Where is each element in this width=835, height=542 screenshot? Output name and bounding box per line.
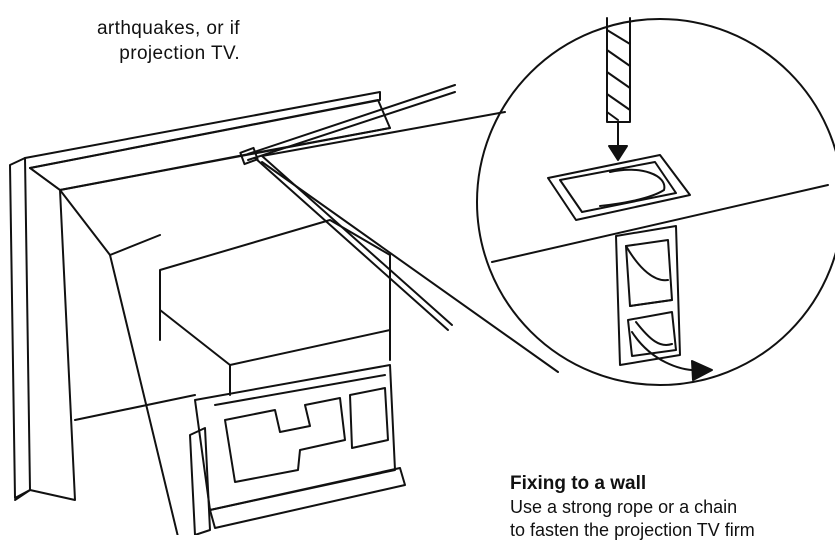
screw-icon [606,17,631,123]
caption-heading: Fixing to a wall [510,473,647,494]
caption-line-2: to fasten the projection TV firm [510,520,755,540]
detail-magnifier [476,17,835,386]
curved-arrow-icon [631,331,713,381]
intro-line-2: projection TV. [119,43,240,64]
caption-line-1: Use a strong rope or a chain [510,497,738,517]
arrow-down-icon [608,121,628,161]
fixing-caption: Fixing to a wall Use a strong rope or a … [510,472,835,542]
callout-lines [261,111,559,373]
intro-line-1: arthquakes, or if [96,18,240,39]
intro-text: arthquakes, or if projection TV. [0,16,240,66]
projection-tv-drawing [9,91,406,535]
